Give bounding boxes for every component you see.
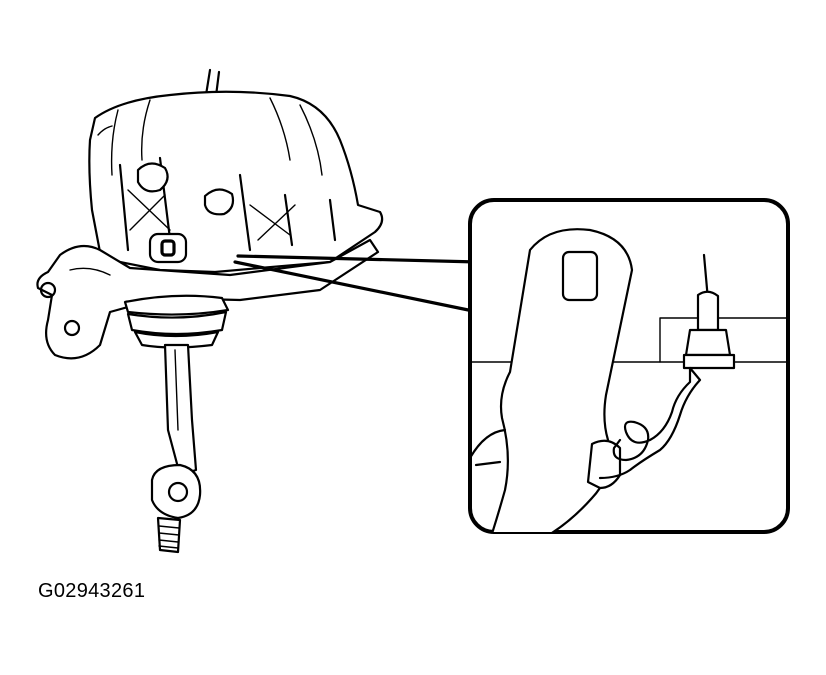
detail-lever-slot — [561, 250, 599, 302]
flange-bolt-hole-left — [39, 281, 57, 299]
rod-end-joint — [150, 463, 202, 520]
detail-switch-body — [684, 328, 732, 357]
detail-spring-wire — [598, 366, 702, 480]
bracket-clip-left — [136, 162, 169, 193]
shift-lever-assembly — [36, 68, 384, 554]
housing-ribs — [118, 156, 337, 257]
shift-rod — [163, 343, 198, 477]
detail-inset — [468, 198, 790, 534]
switch-connector — [148, 232, 188, 264]
flange-bolt-hole-bottom — [63, 319, 81, 337]
callout-leader — [233, 254, 480, 314]
figure-id-label: G02943261 — [38, 580, 146, 602]
lower-bellows — [123, 294, 230, 316]
housing-boot — [88, 90, 384, 274]
bracket-clip-right — [203, 188, 235, 216]
